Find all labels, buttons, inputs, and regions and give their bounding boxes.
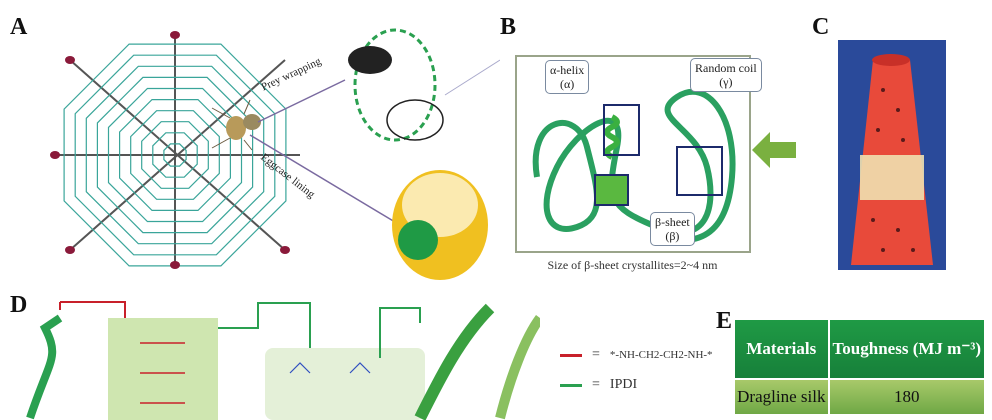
alpha-symbol: (α) [560, 77, 575, 91]
cell-material: Dragline silk [735, 380, 828, 414]
cell-toughness: 180 [829, 380, 984, 414]
header-toughness: Toughness (MJ m⁻³) [829, 320, 984, 378]
wrapped-prey-icon [348, 28, 444, 142]
beta-sheet-callout: β-sheet(β) [650, 212, 695, 246]
silk-spool-photo [838, 40, 946, 270]
panel-label-e: E [716, 308, 733, 334]
web-ring [107, 87, 243, 223]
gamma-symbol: (γ) [719, 75, 733, 89]
panel-label-a: A [10, 14, 28, 40]
panel-label-b: B [500, 14, 517, 40]
web-ring [74, 54, 276, 256]
eggcase-icon [392, 170, 488, 280]
chemical-structure-diagram [26, 301, 540, 420]
random-coil-label: Random coil [695, 61, 757, 75]
legend-equals: = [592, 377, 600, 392]
spider-web-illustration [50, 28, 500, 280]
table-row: Dragline silk 180 [735, 380, 984, 414]
web-ring [63, 43, 287, 267]
web-ring [96, 76, 254, 234]
red-line-swatch [560, 353, 582, 357]
table-header-row: Materials Toughness (MJ m⁻³) [735, 320, 984, 378]
beta-symbol: (β) [665, 229, 680, 243]
legend-item-ipdi: = IPDI [560, 370, 713, 400]
protein-ribbon-illustration [532, 88, 736, 244]
panel-label-c: C [812, 14, 830, 40]
toughness-table: Materials Toughness (MJ m⁻³) Dragline si… [733, 318, 986, 416]
random-coil-callout: Random coil(γ) [690, 58, 762, 92]
web-ring [152, 132, 198, 178]
web-ring [163, 143, 187, 167]
arrow-left-icon [752, 132, 796, 168]
spider-icon [211, 99, 261, 151]
header-materials: Materials [735, 320, 828, 378]
panel-label-d: D [10, 292, 28, 318]
web-ring [85, 65, 265, 245]
structure-legend: = *-NH-CH2-CH2-NH-* = IPDI [560, 340, 713, 400]
green-line-swatch [560, 383, 582, 387]
web-ring [141, 121, 209, 189]
legend-item-diamine: = *-NH-CH2-CH2-NH-* [560, 340, 713, 370]
web-ring [130, 110, 220, 200]
legend-label-ipdi: IPDI [609, 377, 638, 392]
beta-sheet-label: β-sheet [655, 215, 690, 229]
crystallite-caption: Size of β-sheet crystallites=2~4 nm [547, 258, 718, 272]
legend-label-diamine: *-NH-CH2-CH2-NH-* [609, 349, 713, 361]
alpha-helix-callout: α-helix(α) [545, 60, 590, 94]
web-ring [118, 98, 231, 211]
legend-equals: = [592, 347, 600, 362]
alpha-helix-label: α-helix [550, 63, 585, 77]
